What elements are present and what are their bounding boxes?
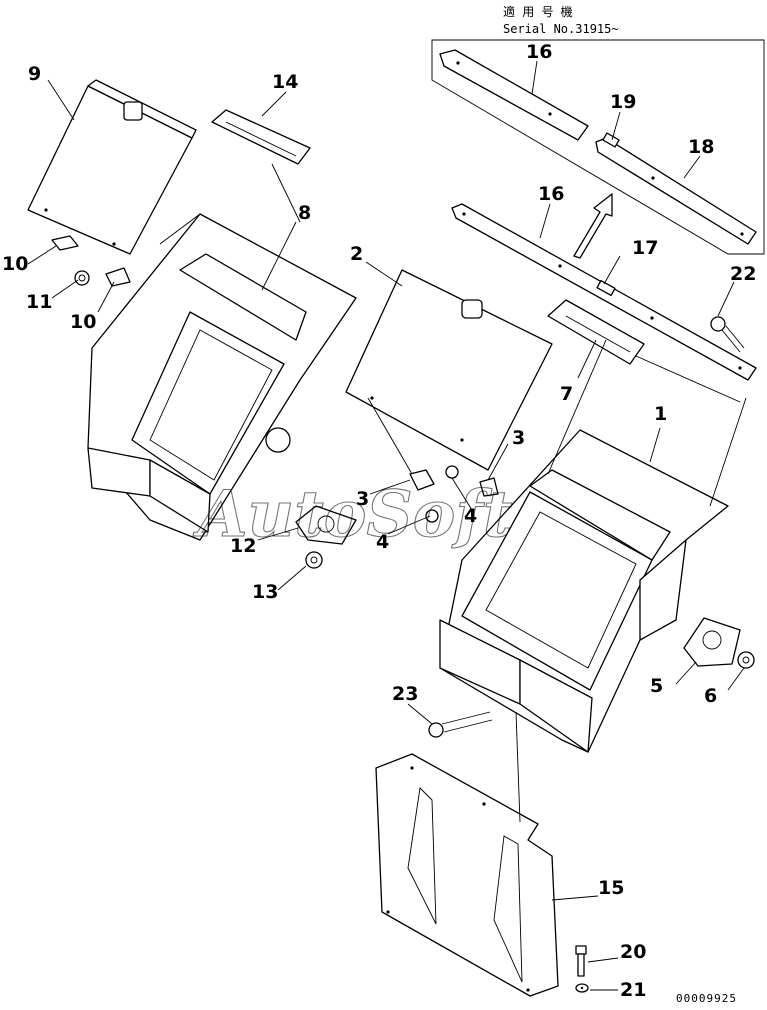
callout-1: 1	[654, 403, 667, 425]
callout-10-lower: 10	[70, 311, 96, 333]
serial-number-label: Serial No.31915~	[503, 22, 619, 36]
serial-inset-box	[431, 39, 765, 255]
callout-6: 6	[704, 685, 717, 707]
callout-3-left: 3	[356, 488, 369, 510]
callout-10-upper: 10	[2, 253, 28, 275]
callout-12: 12	[230, 535, 256, 557]
nut-11	[74, 270, 90, 286]
callout-11: 11	[26, 291, 52, 313]
inset-rail-16	[439, 49, 589, 141]
callout-9: 9	[28, 63, 41, 85]
callout-7: 7	[560, 383, 573, 405]
callout-16: 16	[538, 183, 564, 205]
cover-2	[345, 269, 553, 471]
watermark: AutoSoft	[193, 477, 512, 552]
bracket-10-lower	[105, 267, 131, 287]
callout-21: 21	[620, 979, 646, 1001]
rail-16	[451, 203, 757, 381]
callout-18: 18	[688, 136, 714, 158]
motor-5	[683, 617, 741, 667]
callout-13: 13	[252, 581, 278, 603]
lid-14	[211, 109, 311, 165]
washer-21	[575, 983, 589, 993]
callout-16-inset: 16	[526, 41, 552, 63]
callout-2: 2	[350, 243, 363, 265]
nut-13	[305, 551, 323, 569]
callout-22: 22	[730, 263, 756, 285]
bolt-20	[575, 945, 587, 977]
callout-17: 17	[632, 237, 658, 259]
drawing-code: 00009925	[676, 992, 737, 1005]
callout-15: 15	[598, 877, 624, 899]
storage-box-8	[87, 213, 357, 541]
bracket-10-upper	[51, 235, 79, 251]
callout-19: 19	[610, 91, 636, 113]
callout-20: 20	[620, 941, 646, 963]
callout-4-right: 4	[464, 505, 477, 527]
motor-12	[295, 505, 357, 545]
cover-9	[27, 79, 197, 255]
callout-5: 5	[650, 675, 663, 697]
inset-rail-18	[595, 132, 757, 245]
storage-box-1	[439, 429, 729, 753]
clip-3-left	[409, 469, 435, 491]
nut-6	[737, 651, 755, 669]
callout-8: 8	[298, 202, 311, 224]
screw-4-left	[425, 509, 439, 523]
panel-15	[375, 753, 559, 997]
applicability-label: 適 用 号 機	[503, 4, 573, 19]
bolt-23	[428, 711, 493, 738]
direction-arrow	[573, 193, 613, 259]
bolt-22	[710, 316, 745, 353]
clip-3-right	[479, 477, 499, 497]
callout-3-right: 3	[512, 427, 525, 449]
callout-4-left: 4	[376, 531, 389, 553]
callout-14: 14	[272, 71, 298, 93]
leader-lines	[27, 79, 747, 991]
callout-23: 23	[392, 683, 418, 705]
